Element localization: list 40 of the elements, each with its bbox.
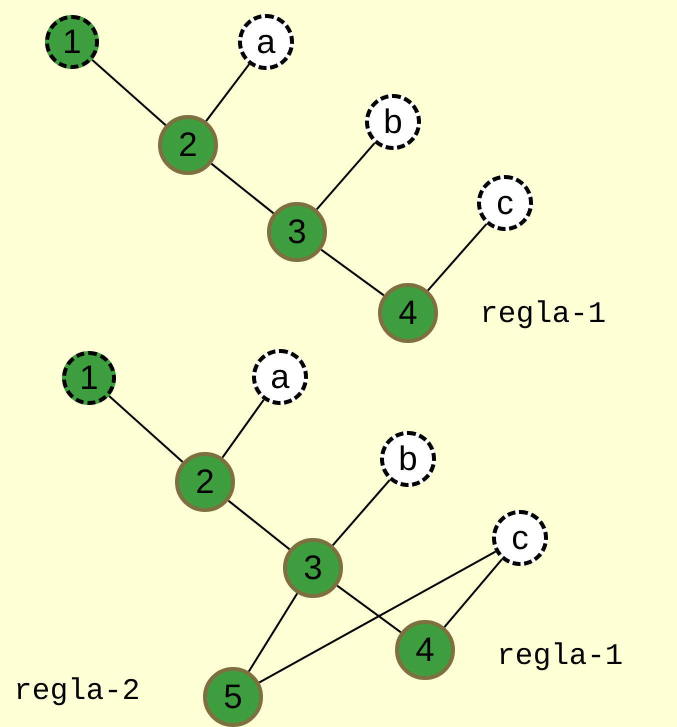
node-label: a bbox=[256, 22, 276, 62]
node-label: a bbox=[270, 358, 290, 396]
node-label: c bbox=[496, 184, 514, 222]
node-label: 4 bbox=[398, 294, 418, 332]
connector-line bbox=[248, 592, 298, 672]
node-label: 4 bbox=[416, 630, 434, 670]
node-label: 3 bbox=[304, 548, 322, 588]
filled-node-circle bbox=[62, 351, 116, 405]
node-label: 3 bbox=[288, 212, 306, 252]
connector-line bbox=[427, 223, 488, 292]
connector-line bbox=[336, 584, 402, 634]
rule-label: regla-2 bbox=[14, 675, 140, 709]
node-label: 2 bbox=[178, 126, 198, 164]
node-label: b bbox=[384, 102, 402, 142]
connector-line bbox=[108, 395, 184, 463]
filled-node-circle bbox=[267, 202, 327, 262]
connector-line bbox=[320, 248, 384, 296]
node-label: 5 bbox=[224, 678, 242, 716]
node-label: 1 bbox=[62, 22, 82, 62]
filled-node-circle bbox=[158, 115, 218, 175]
node-label: 2 bbox=[196, 462, 214, 502]
connector-line bbox=[205, 64, 250, 122]
filled-node-circle bbox=[203, 667, 263, 727]
filled-node-circle bbox=[45, 15, 99, 69]
node-label: 1 bbox=[80, 358, 98, 398]
rule-label: regla-1 bbox=[480, 298, 606, 332]
connector-line bbox=[210, 162, 274, 214]
connector-line bbox=[222, 399, 265, 458]
filled-node-circle bbox=[378, 283, 438, 343]
connector-line bbox=[92, 59, 166, 126]
filled-node-circle bbox=[283, 538, 343, 598]
rule-label: regla-1 bbox=[497, 640, 624, 674]
connector-line bbox=[332, 479, 390, 546]
connector-line bbox=[444, 558, 503, 628]
node-label: c bbox=[512, 518, 528, 558]
node-label: b bbox=[398, 440, 418, 478]
connector-line bbox=[258, 550, 496, 684]
connector-line bbox=[316, 142, 376, 210]
connector-line bbox=[228, 500, 290, 550]
filled-node-circle bbox=[175, 452, 235, 512]
